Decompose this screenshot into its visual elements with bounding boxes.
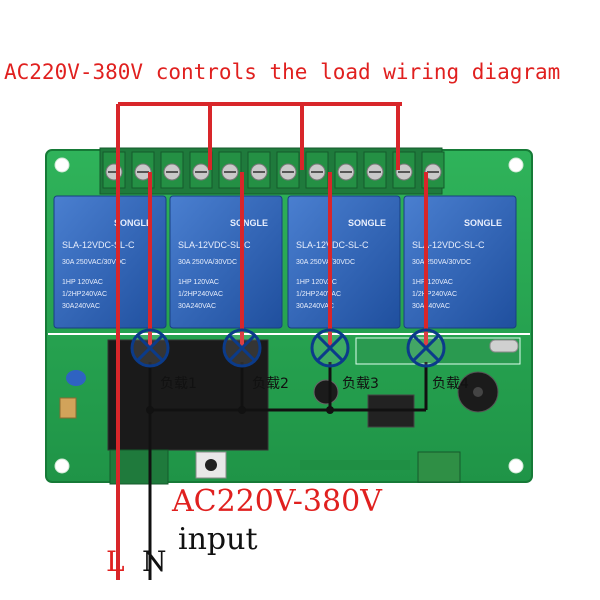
load-lamp-icon — [310, 328, 350, 368]
junction-dots — [146, 406, 334, 414]
screw-terminal — [305, 151, 329, 189]
screw-terminal — [102, 151, 126, 189]
load-lamp-icon — [406, 328, 446, 368]
lamp-group — [130, 328, 446, 368]
relay-rating-1: 30A 250VA/30VDC — [178, 259, 237, 266]
relay-3: SONGLE SLA-12VDC-SL-C 30A 250VA/30VDC 1HP 1… — [287, 195, 401, 329]
screw-terminal — [363, 151, 387, 189]
relay-rating-1: 30A 250VAC/30VDC — [62, 259, 126, 266]
screw-terminal — [247, 151, 271, 189]
relay-rating-3: 1/2HP240VAC — [178, 291, 223, 298]
top-terminal-block — [99, 147, 445, 195]
relay-brand: SONGLE — [114, 218, 152, 228]
load-lamp-icon — [222, 328, 262, 368]
relay-rating-4: 30A240VAC — [412, 303, 450, 310]
load-label-2: 负载2 — [252, 376, 289, 392]
relay-rating-3: 1/2HP240VAC — [62, 291, 107, 298]
load-feed-wires — [148, 172, 428, 346]
common-live-bus — [116, 102, 402, 580]
crystal — [489, 339, 519, 353]
relay-model: SLA-12VDC-SL-C — [178, 240, 251, 250]
screw-terminal — [334, 151, 358, 189]
load-label-4: 负载4 — [432, 376, 469, 392]
screw-terminal — [218, 151, 242, 189]
relay-rating-2: 1HP 120VAC — [62, 279, 103, 286]
screw-terminal — [276, 151, 300, 189]
input-label: input — [178, 522, 258, 557]
screw-terminal — [189, 151, 213, 189]
relay-rating-3: 1/2HP240VAC — [296, 291, 341, 298]
relay-1: SONGLE SLA-12VDC-SL-C 30A 250VAC/30VDC 1HP … — [53, 195, 167, 329]
relay-model: SLA-12VDC-SL-C — [62, 240, 135, 250]
electrolytic-capacitor — [313, 379, 339, 405]
relay-rating-4: 30A240VAC — [296, 303, 334, 310]
neutral-bus — [148, 362, 428, 580]
relay-rating-1: 30A 250VA/30VDC — [412, 259, 471, 266]
relay-rating-4: 30A240VAC — [178, 303, 216, 310]
screw-terminal — [160, 151, 184, 189]
relay-4: SONGLE SLA-12VDC-SL-C 30A 250VA/30VDC 1HP 1… — [403, 195, 517, 329]
input-voltage-label: AC220V-380V — [172, 484, 382, 519]
learn-button-cap — [205, 459, 217, 471]
led-row — [300, 460, 410, 470]
relay-rating-2: 1HP 120VAC — [412, 279, 453, 286]
relay-group: SONGLE SLA-12VDC-SL-C 30A 250VAC/30VDC 1HP … — [53, 195, 517, 329]
relay-brand: SONGLE — [348, 218, 386, 228]
power-terminal-green — [417, 451, 461, 483]
relay-rating-3: 1/2HP240VAC — [412, 291, 457, 298]
relay-rating-1: 30A 250VA/30VDC — [296, 259, 355, 266]
diagram-title: AC220V-380V controls the load wiring dia… — [4, 60, 561, 84]
capacitor-blue — [66, 370, 86, 386]
fuse — [59, 397, 77, 419]
relay-brand: SONGLE — [230, 218, 268, 228]
relay-2: SONGLE SLA-12VDC-SL-C 30A 250VA/30VDC 1HP 1… — [169, 195, 283, 329]
relay-rating-4: 30A240VAC — [62, 303, 100, 310]
buzzer-center — [473, 387, 483, 397]
relay-rating-2: 1HP 120VAC — [178, 279, 219, 286]
relay-brand: SONGLE — [464, 218, 502, 228]
load-label-1: 负载1 — [160, 376, 197, 392]
relay-model: SLA-12VDC-SL-C — [412, 240, 485, 250]
live-wire-label: L — [106, 545, 125, 578]
relay-model: SLA-12VDC-SL-C — [296, 240, 369, 250]
relay-rating-2: 1HP 120VAC — [296, 279, 337, 286]
load-label-3: 负载3 — [342, 376, 379, 392]
mounting-holes — [54, 157, 524, 474]
neutral-wire-label: N — [142, 545, 167, 578]
load-lamp-icon — [130, 328, 170, 368]
